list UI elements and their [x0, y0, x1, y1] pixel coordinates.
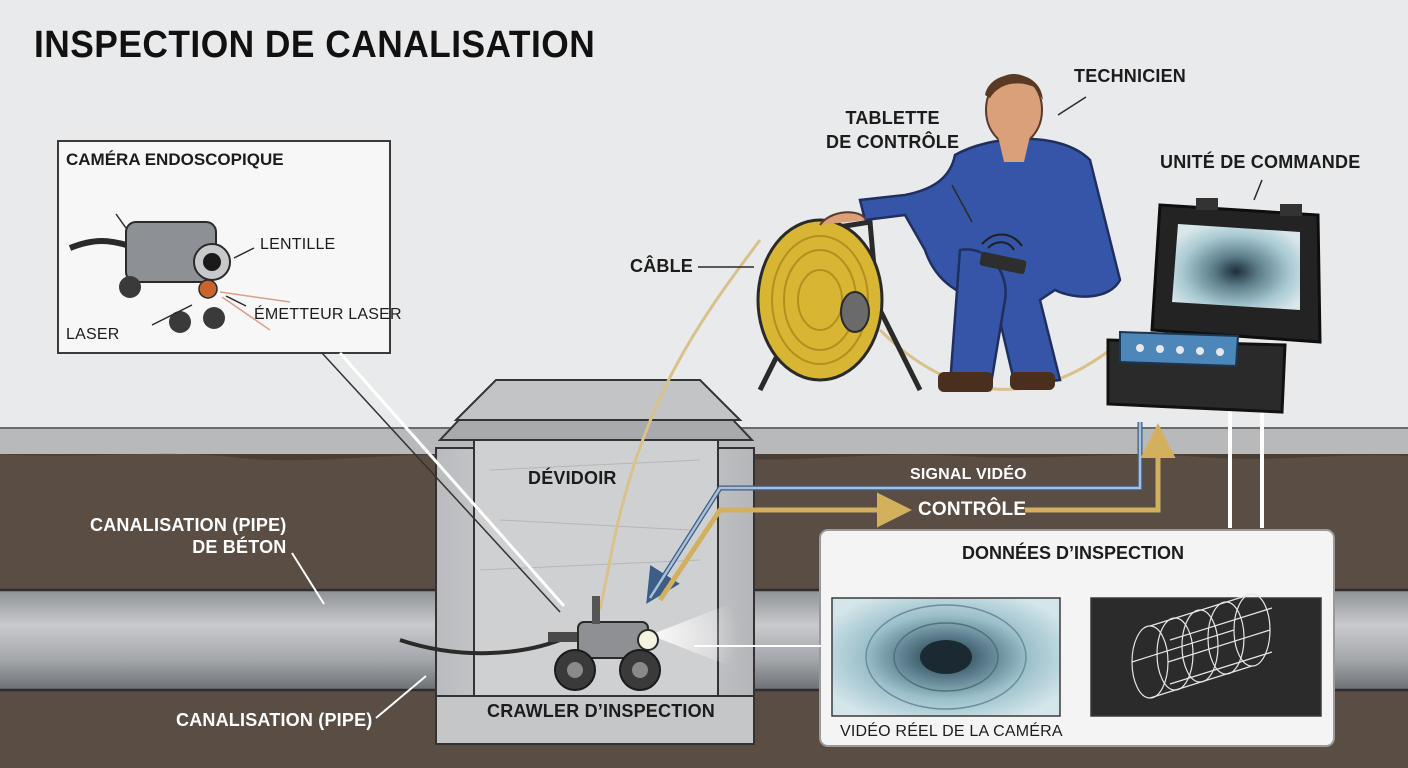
- label-controle: CONTRÔLE: [918, 499, 1027, 520]
- inspection-data-panel: [694, 529, 1335, 747]
- label-laser: LASER: [66, 326, 120, 343]
- label-cable: CÂBLE: [630, 256, 693, 276]
- label-unite-commande: UNITÉ DE COMMANDE: [1160, 152, 1361, 172]
- label-technicien: TECHNICIEN: [1074, 66, 1187, 86]
- camera-callout-title: CAMÉRA ENDOSCOPIQUE: [66, 150, 284, 169]
- technician: [819, 74, 1122, 392]
- data-panel-title: DONNÉES D’INSPECTION: [962, 543, 1185, 563]
- label-devidoir: DÉVIDOIR: [528, 468, 617, 488]
- manhole: [435, 379, 755, 745]
- inspection-crawler: [548, 596, 740, 691]
- label-emetteur-laser: ÉMETTEUR LASER: [254, 306, 402, 323]
- label-lentille: LENTILLE: [260, 236, 336, 253]
- control-unit: [1106, 198, 1322, 414]
- label-canalisation-beton: CANALISATION (PIPE) DE BÉTON: [90, 515, 287, 557]
- video-caption: VIDÉO RÉEL DE LA CAMÉRA: [840, 723, 1063, 740]
- page-title: INSPECTION DE CANALISATION: [34, 24, 596, 66]
- label-tablette: TABLETTE DE CONTRÔLE: [826, 108, 960, 152]
- cable-reel: [756, 218, 923, 392]
- label-canalisation: CANALISATION (PIPE): [176, 710, 373, 730]
- camera-callout: [57, 140, 566, 613]
- label-signal-video: SIGNAL VIDÉO: [910, 466, 1027, 483]
- label-crawler: CRAWLER D’INSPECTION: [487, 701, 716, 721]
